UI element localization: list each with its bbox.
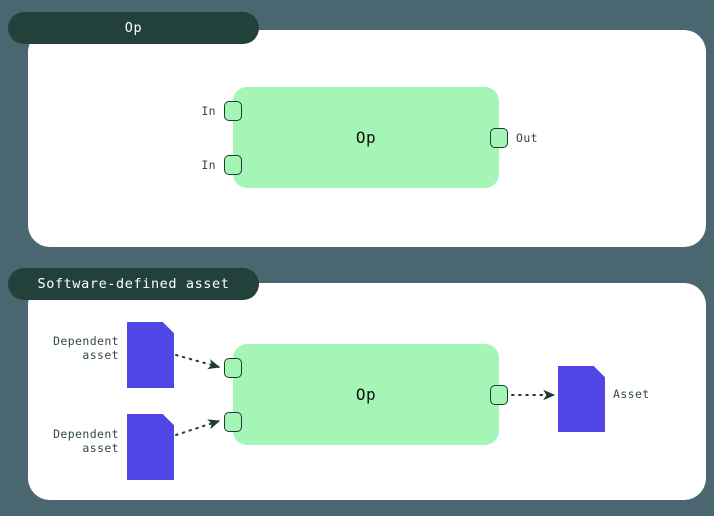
asset-document-icon — [558, 366, 605, 432]
op-output-label-1: Out — [516, 131, 538, 145]
op-panel-tab: Op — [8, 12, 259, 44]
op-node-bottom: Op — [233, 344, 499, 445]
asset-op-input-port-1[interactable] — [224, 358, 242, 378]
dependent-asset-label-1-line2: asset — [82, 348, 119, 362]
op-node-top: Op — [233, 87, 499, 188]
op-input-label-2: In — [201, 158, 216, 172]
op-node-bottom-label: Op — [355, 385, 377, 404]
dependent-asset-document-icon-2 — [127, 414, 174, 480]
dependent-asset-document-icon-1 — [127, 322, 174, 388]
software-defined-asset-panel-tab-label: Software-defined asset — [37, 276, 230, 292]
software-defined-asset-panel-tab: Software-defined asset — [8, 268, 259, 300]
op-output-port-1[interactable] — [490, 128, 508, 148]
asset-op-input-port-2[interactable] — [224, 412, 242, 432]
op-input-label-1: In — [201, 104, 216, 118]
dependent-asset-label-1-line1: Dependent — [53, 334, 119, 348]
op-node-top-label: Op — [355, 128, 377, 147]
asset-label: Asset — [613, 387, 650, 401]
op-input-port-1[interactable] — [224, 101, 242, 121]
op-panel-tab-label: Op — [124, 20, 143, 36]
asset-op-output-port-1[interactable] — [490, 385, 508, 405]
dependent-asset-label-2-line1: Dependent — [53, 427, 119, 441]
dependent-asset-label-2-line2: asset — [82, 441, 119, 455]
op-input-port-2[interactable] — [224, 155, 242, 175]
